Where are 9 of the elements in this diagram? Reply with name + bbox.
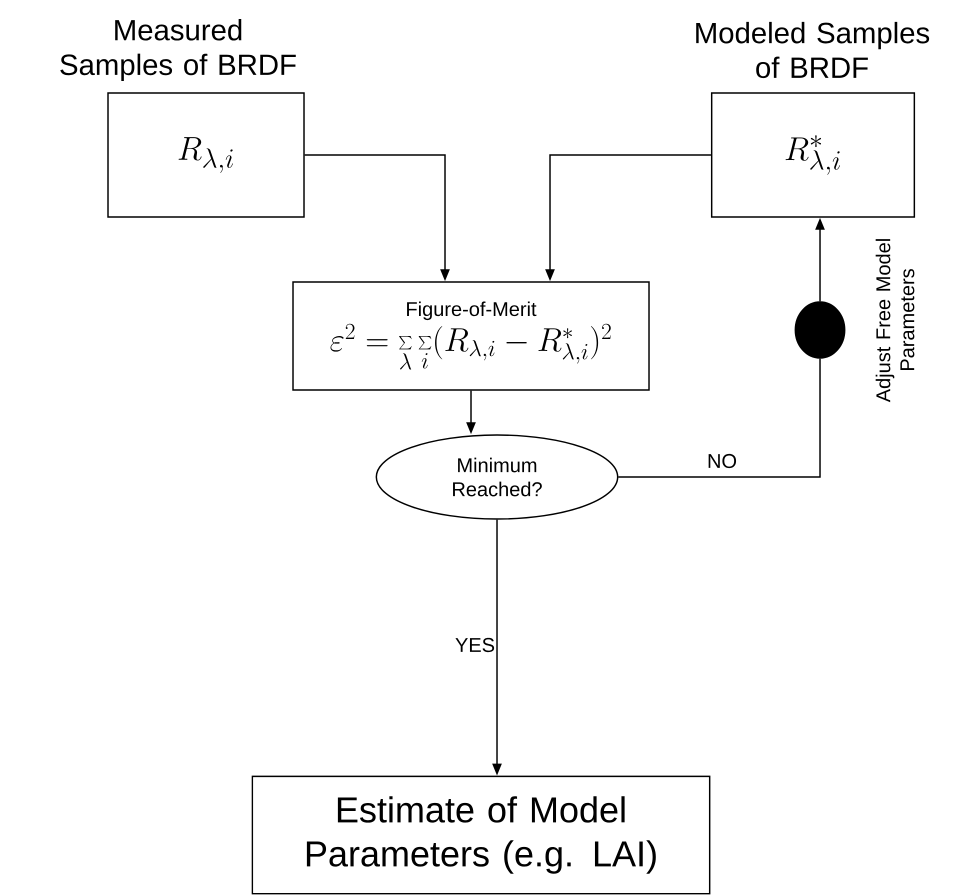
edge-label: YES [455, 638, 494, 652]
process-box: Estimate of Model Parameters (e.g. LAI) [252, 776, 710, 894]
formula-box: $R_{\lambda,i}$ [107, 92, 305, 218]
formula-box: $R^{*}_{\lambda,i}$ [710, 92, 916, 218]
formula-box: Figure-of-Merit $\varepsilon^{2}=\sum\limits_{\lambda}\sum\limits_{i}(R_{\lambda,i}-R^{*}_{\lambda,i})^{2}$ [292, 281, 650, 391]
side-label: Adjust Free Model Parameters [876, 239, 914, 402]
heading: Modeled Samples of BRDF [696, 22, 930, 78]
heading: Measured Samples of BRDF [60, 18, 296, 81]
edge-label: NO [708, 454, 736, 468]
